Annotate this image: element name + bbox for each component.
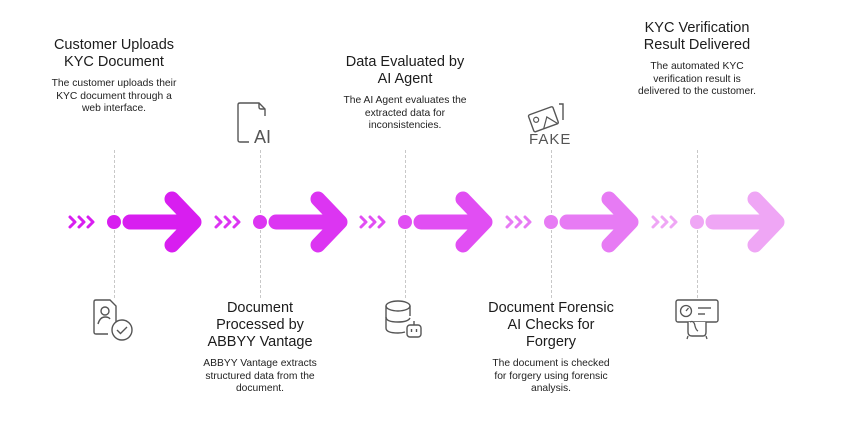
step-description: The AI Agent evaluates the extracted dat… <box>343 95 467 132</box>
chevron-icon <box>377 215 386 229</box>
step-2-text: Document Processed by ABBYY Vantage ABBY… <box>195 300 325 396</box>
chevron-icon <box>514 215 523 229</box>
chevron-icon <box>223 215 232 229</box>
timeline-dot <box>544 215 558 229</box>
timeline-segment-4 <box>505 191 639 253</box>
timeline-segment-5 <box>651 191 785 253</box>
step-description: The customer uploads their KYC document … <box>51 78 177 115</box>
timeline-dot <box>253 215 267 229</box>
step-title: Customer Uploads KYC Document <box>53 37 175 70</box>
chevron-icon <box>68 215 77 229</box>
user-document-check-icon <box>93 299 133 341</box>
arrow-right-icon <box>164 191 202 253</box>
chevron-icon <box>368 215 377 229</box>
arrow-right-icon <box>601 191 639 253</box>
step-title: KYC Verification Result Delivered <box>643 20 751 53</box>
database-robot-icon <box>385 300 422 338</box>
timeline-dot <box>107 215 121 229</box>
chevron-icon <box>669 215 678 229</box>
chevron-icon <box>77 215 86 229</box>
ai-document-icon: AI <box>237 102 271 147</box>
chevron-icon <box>523 215 532 229</box>
arrow-right-icon <box>455 191 493 253</box>
chevron-icon <box>660 215 669 229</box>
step-3-text: Data Evaluated by AI Agent The AI Agent … <box>340 54 470 133</box>
arrow-right-icon <box>310 191 348 253</box>
dashboard-hand-icon <box>675 299 719 340</box>
chevron-icon <box>359 215 368 229</box>
chevron-icon <box>505 215 514 229</box>
step-description: The document is checked for forgery usin… <box>492 358 610 395</box>
step-5-text: KYC Verification Result Delivered The au… <box>632 20 762 99</box>
chevron-icon <box>86 215 95 229</box>
chevron-icon <box>651 215 660 229</box>
fake-image-icon: FAKE <box>527 103 571 148</box>
timeline-segment-1 <box>68 191 202 253</box>
step-description: ABBYY Vantage extracts structured data f… <box>203 358 317 395</box>
step-1-text: Customer Uploads KYC Document The custom… <box>49 37 179 116</box>
timeline-segment-2 <box>214 191 348 253</box>
step-4-text: Document Forensic AI Checks for Forgery … <box>486 300 616 396</box>
step-title: Document Forensic AI Checks for Forgery <box>488 300 614 350</box>
arrow-right-icon <box>747 191 785 253</box>
chevron-icon <box>214 215 223 229</box>
timeline-segment-3 <box>359 191 493 253</box>
chevron-icon <box>232 215 241 229</box>
step-description: The automated KYC verification result is… <box>638 61 756 98</box>
timeline-dot <box>690 215 704 229</box>
timeline-dot <box>398 215 412 229</box>
step-title: Document Processed by ABBYY Vantage <box>207 300 313 350</box>
fake-label: FAKE <box>529 131 571 148</box>
step-title: Data Evaluated by AI Agent <box>345 54 465 87</box>
ai-label: AI <box>254 127 271 147</box>
